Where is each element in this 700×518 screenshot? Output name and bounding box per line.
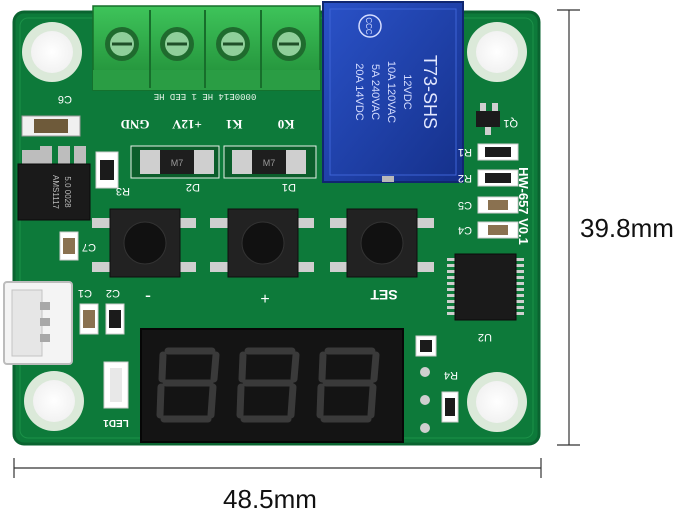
label-c7: C7	[82, 241, 96, 253]
resistor-bottom-right	[441, 391, 459, 423]
label-c4: C4	[458, 224, 472, 236]
button-set[interactable]	[330, 208, 434, 278]
label-d1: D1	[282, 181, 296, 193]
regulator-text-2: 5.0 0028	[63, 176, 72, 208]
capacitor-c5	[477, 196, 519, 214]
terminal-label-k1: K1	[226, 117, 243, 132]
resistor-left-vertical	[105, 303, 125, 335]
relay-ccc-mark	[358, 14, 382, 38]
button-plus-label: +	[260, 291, 269, 308]
mounting-hole-top-left	[22, 22, 82, 82]
voltage-regulator: AMS1117 5.0 0028	[17, 146, 91, 221]
seven-segment-display	[140, 328, 404, 443]
transistor-q1	[476, 103, 500, 135]
label-r2: R2	[458, 172, 472, 184]
button-minus[interactable]	[92, 208, 196, 278]
relay-pin-stub	[382, 176, 394, 182]
mounting-hole-bottom-left	[24, 371, 84, 431]
relay: T73-SHS 12VDC 10A 120VAC 5A 240VAC 20A 1…	[322, 1, 464, 183]
capacitor-c4	[477, 221, 519, 239]
button-minus-label: -	[145, 285, 151, 305]
relay-spec-4: 20A 14VDC	[353, 63, 365, 121]
screw-terminal-2	[160, 27, 194, 61]
relay-spec-3: 5A 240VAC	[369, 64, 381, 120]
height-dimension-label: 39.8mm	[580, 213, 674, 243]
label-d2: D2	[186, 181, 200, 193]
resistor-r2	[477, 169, 519, 187]
relay-model: T73-SHS	[420, 55, 440, 129]
label-c6: C6	[58, 93, 72, 105]
screw-terminal-4	[272, 27, 306, 61]
label-c5: C5	[458, 199, 472, 211]
pad-2	[420, 395, 430, 405]
display-digit-2	[236, 347, 300, 423]
capacitor-c1	[79, 303, 99, 335]
resistor-small	[95, 151, 119, 189]
label-u2: U2	[478, 331, 492, 343]
label-q1: Q1	[503, 117, 518, 129]
button-plus[interactable]	[210, 208, 314, 278]
dimension-width	[13, 458, 542, 478]
mounting-hole-top-right	[467, 22, 527, 82]
resistor-r4	[415, 335, 437, 357]
display-digit-3	[316, 347, 380, 423]
sensor-connector	[3, 281, 73, 365]
label-r2-left: C2	[106, 287, 120, 299]
display-digit-1	[156, 347, 220, 423]
label-led1: LED1	[103, 417, 129, 428]
label-r1: R1	[458, 146, 472, 158]
relay-spec-1: 12VDC	[401, 74, 413, 110]
relay-ccc-text: CCC	[364, 17, 373, 35]
led1	[103, 361, 129, 409]
relay-spec-2: 10A 120VAC	[385, 61, 397, 123]
screw-terminal-1	[105, 27, 139, 61]
label-r4: R4	[444, 369, 458, 381]
diode-d2: M7	[130, 145, 220, 179]
regulator-text-1: AMS1117	[51, 175, 60, 209]
terminal-label-k0: K0	[278, 117, 295, 132]
button-set-label: SET	[370, 287, 398, 303]
terminal-label-12v: +12V	[171, 117, 201, 132]
screw-terminal-block	[92, 5, 321, 91]
diode-d2-text: M7	[171, 158, 184, 168]
label-r3: R3	[116, 185, 130, 197]
resistor-r1	[477, 143, 519, 161]
screw-terminal-3	[216, 27, 250, 61]
width-dimension-label: 48.5mm	[223, 484, 317, 514]
microcontroller-u2	[447, 253, 524, 321]
capacitor-c7	[59, 231, 79, 261]
terminal-code-label: 0000E14 HE 1 EED HE	[154, 91, 257, 101]
diode-d1: M7	[223, 145, 317, 179]
terminal-label-gnd: GND	[121, 117, 150, 132]
diode-d1-text: M7	[263, 158, 276, 168]
label-c1: C1	[78, 287, 92, 299]
pad-1	[420, 367, 430, 377]
mounting-hole-bottom-right	[467, 372, 527, 432]
board-model-label: HW-657 V0.1	[516, 167, 531, 245]
pad-3	[420, 423, 430, 433]
dimension-height	[557, 9, 580, 446]
capacitor-c6	[21, 115, 81, 137]
